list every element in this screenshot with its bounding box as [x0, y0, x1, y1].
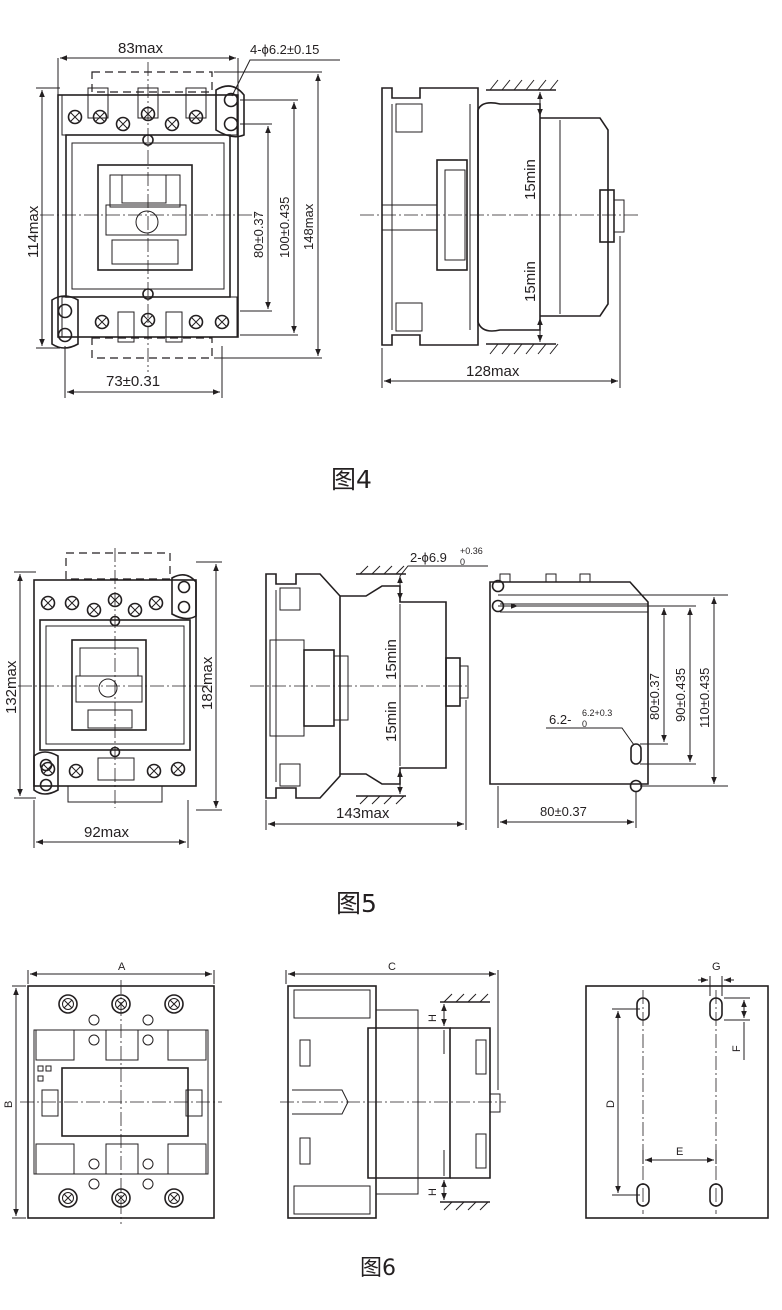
fig4-mount-width-label: 73±0.31 [106, 373, 160, 390]
figure-4-caption: 图4 [331, 465, 372, 494]
fig4-d100-label: 100±0.435 [277, 197, 292, 258]
fig4-d80-label: 80±0.37 [251, 211, 266, 258]
fig6-letter-d: D [605, 1100, 617, 1108]
fig4-side-view: 15min 15min 128max [360, 79, 640, 388]
fig4-clearance-top-label: 15min [522, 159, 539, 200]
fig6-letter-h-bottom: H [427, 1188, 439, 1196]
fig6-side-view: C H H [280, 961, 506, 1219]
fig5-height-max-label: 132max [3, 660, 20, 714]
fig5-rear-view: 80±0.37 90±0.435 110±0.435 6.2- 6.2+0.3 … [489, 573, 728, 828]
fig5-front-dimensions: 132max 182max 92max [3, 561, 222, 848]
fig5-hole-tol-upper: +0.36 [460, 546, 483, 556]
figure-4: 83max 4-ϕ6.2±0.15 114max 80±0.37 100±0.4… [25, 40, 640, 398]
fig6-letter-c: C [388, 961, 396, 973]
fig6-front-dimensions: A B [3, 961, 215, 1219]
fig5-hole-spec-prefix: 2-ϕ6.9 [410, 550, 447, 565]
fig6-mounting-plate-view: D E F G [585, 961, 769, 1219]
fig5-width-max-label: 92max [84, 824, 130, 841]
fig6-front-view [20, 980, 222, 1224]
fig5-hole-tol-lower: 0 [460, 557, 465, 567]
fig6-letter-h-top: H [427, 1014, 439, 1022]
fig5-clearance-top-label: 15min [383, 639, 400, 680]
fig5-front-view [18, 548, 212, 808]
fig4-d148-label: 148max [301, 203, 316, 250]
fig5-d80-label: 80±0.37 [647, 673, 662, 720]
fig4-height-max-label: 114max [25, 205, 42, 258]
fig6-letter-a: A [118, 961, 126, 973]
fig4-depth-max-label: 128max [466, 363, 520, 380]
fig5-mount-width-label: 80±0.37 [540, 804, 587, 819]
fig4-front-view [40, 62, 262, 372]
fig5-slot-prefix: 6.2- [549, 712, 571, 727]
fig5-side-view: 15min 15min 143max 2-ϕ6.9 +0.36 0 [250, 546, 488, 830]
fig5-clearance-bottom-label: 15min [383, 701, 400, 742]
figure-6-caption: 图6 [360, 1256, 396, 1281]
fig4-clearance-bottom-label: 15min [522, 261, 539, 302]
figure-5-caption: 图5 [336, 889, 377, 918]
figure-6: A B C H [3, 961, 769, 1224]
fig5-d110-label: 110±0.435 [697, 668, 712, 728]
fig6-letter-g: G [712, 961, 721, 973]
fig4-hole-spec-label: 4-ϕ6.2±0.15 [250, 42, 319, 57]
fig4-width-max-label: 83max [118, 40, 164, 57]
fig5-d90-label: 90±0.435 [673, 668, 688, 722]
fig5-slot-tol-lower: 0 [582, 719, 587, 729]
fig4-front-dimensions: 83max 4-ϕ6.2±0.15 114max 80±0.37 100±0.4… [25, 40, 340, 398]
fig5-overall-max-label: 182max [199, 656, 216, 710]
fig5-slot-tol-upper: 6.2+0.3 [582, 708, 612, 718]
fig6-letter-e: E [676, 1146, 683, 1158]
fig5-depth-max-label: 143max [336, 805, 390, 822]
fig6-letter-f: F [731, 1045, 743, 1052]
fig6-letter-b: B [3, 1101, 15, 1108]
figure-5: 132max 182max 92max 15min [3, 546, 728, 848]
